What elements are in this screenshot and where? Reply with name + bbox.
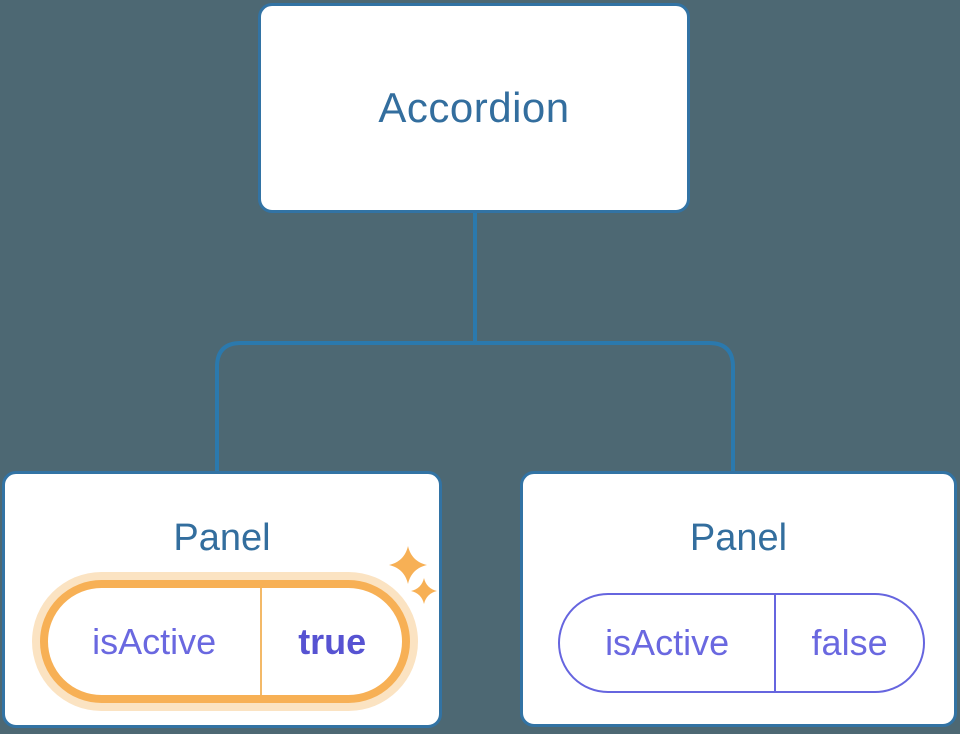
- state-key: isActive: [560, 595, 777, 691]
- state-pill-active: isActive true: [40, 580, 410, 703]
- state-value: true: [298, 620, 367, 662]
- panel-node-inactive: Panel isActive false: [520, 471, 957, 727]
- panel-node-label: Panel: [173, 517, 271, 559]
- state-pill-inactive: isActive false: [558, 593, 925, 693]
- panel-node-active: Panel isActive true: [2, 471, 442, 728]
- state-value: false: [811, 622, 888, 663]
- sparkle-icon: [411, 578, 437, 604]
- accordion-node-label: Accordion: [378, 84, 570, 131]
- state-key: isActive: [48, 588, 263, 695]
- panel-node-label: Panel: [689, 517, 788, 559]
- accordion-node: Accordion: [258, 3, 690, 213]
